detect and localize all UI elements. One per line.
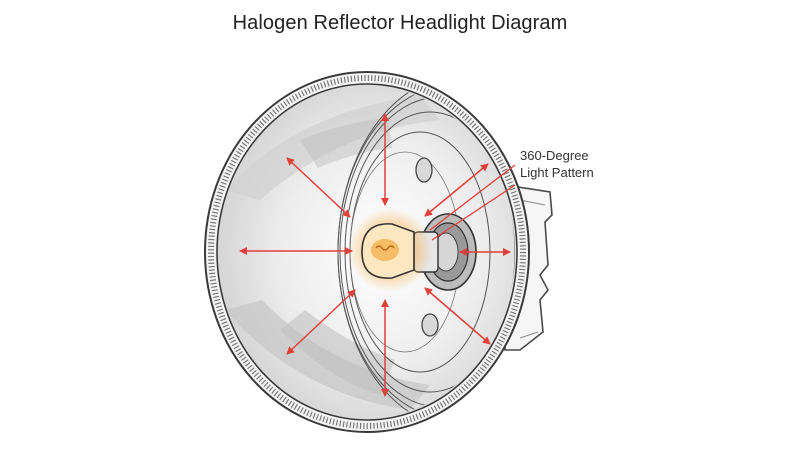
- callout-line-2: Light Pattern: [520, 165, 594, 180]
- callout-line-1: 360-Degree: [520, 148, 589, 163]
- halogen-bulb-icon: [348, 208, 432, 292]
- arrow-upper-left: [286, 157, 351, 218]
- diagram-title: Halogen Reflector Headlight Diagram: [232, 12, 568, 34]
- arrow-lower-left: [286, 289, 356, 355]
- arrow-lower-right: [424, 287, 491, 345]
- arrow-upper-right: [424, 163, 489, 217]
- light-pattern-arrows: [239, 113, 511, 397]
